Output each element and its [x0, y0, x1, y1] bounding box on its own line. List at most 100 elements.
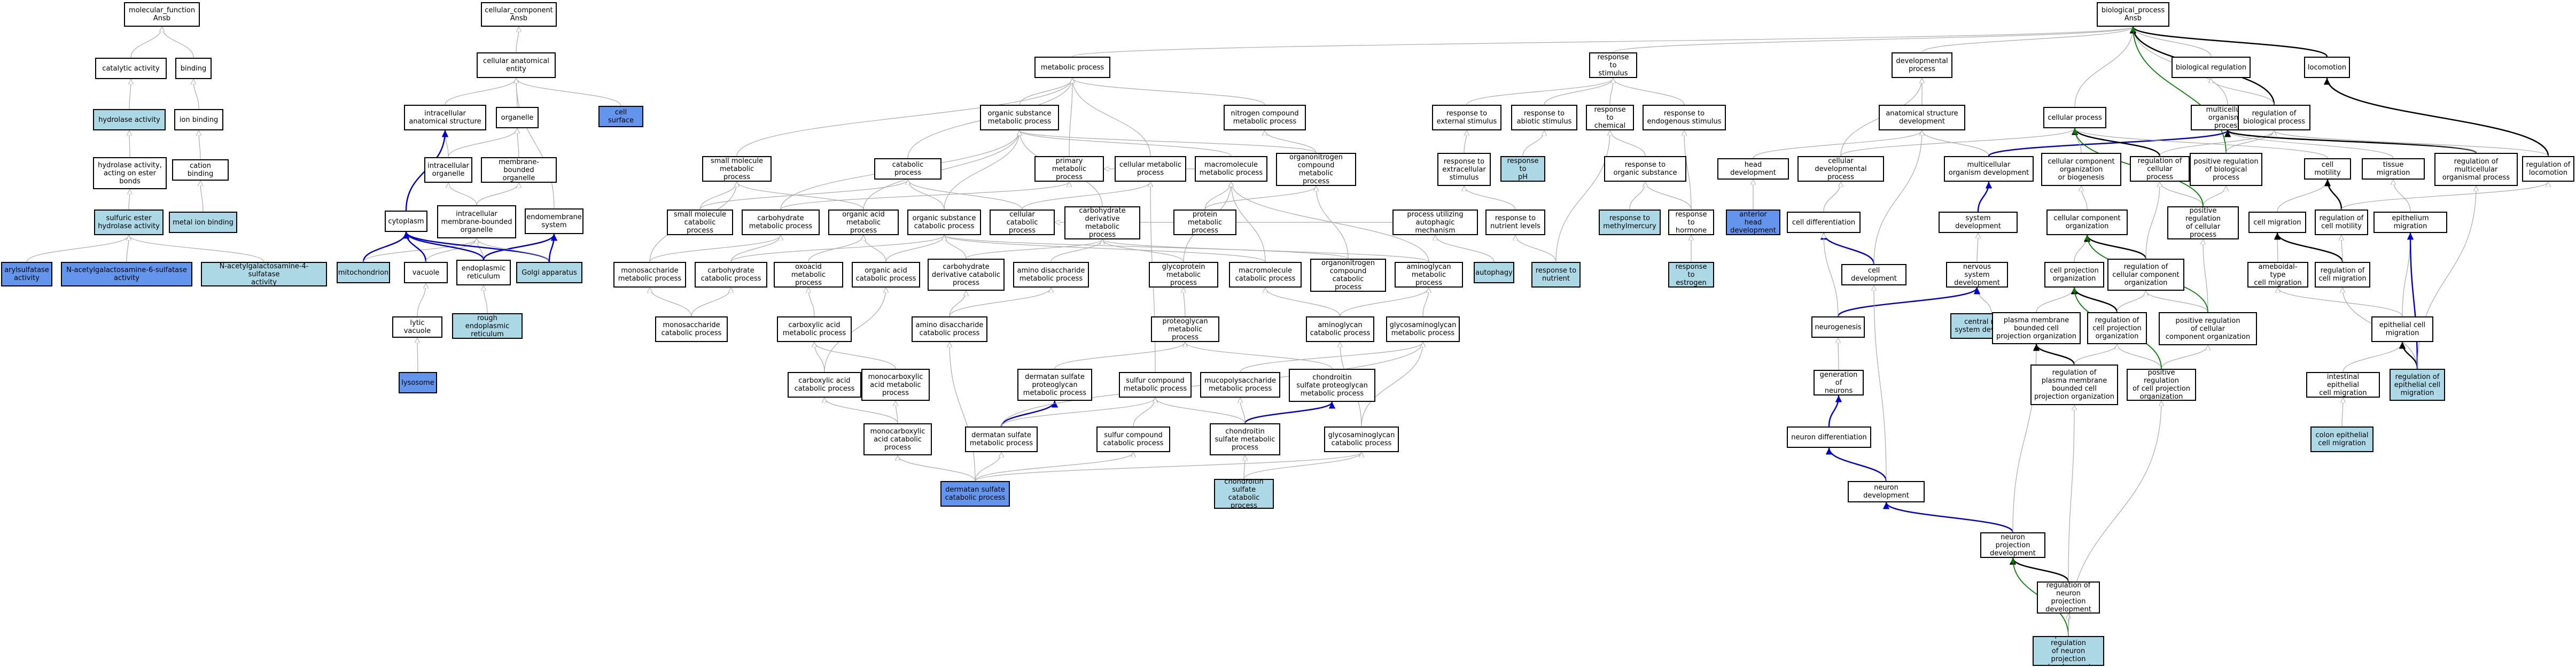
- node-positive-regulation-of-biological-process[interactable]: positive regulation of biological proces…: [2190, 153, 2262, 186]
- node-cell-migration[interactable]: cell migration: [2248, 212, 2306, 233]
- node-response-to-endogenous-stimulus[interactable]: response to endogenous stimulus: [1643, 105, 1726, 130]
- node-plasma-membrane-bounded-cell-projection-organization[interactable]: plasma membrane bounded cell projection …: [1992, 312, 2081, 344]
- node-catabolic-process[interactable]: catabolic process: [874, 158, 941, 180]
- node-regulation-of-cell-motility[interactable]: regulation of cell motility: [2315, 210, 2368, 235]
- node-aminoglycan-metabolic-process[interactable]: aminoglycan metabolic process: [1395, 262, 1463, 288]
- node-biological-process[interactable]: biological_process Ansb: [2097, 2, 2169, 27]
- node-metabolic-process[interactable]: metabolic process: [1034, 57, 1110, 78]
- node-carbohydrate-metabolic-process[interactable]: carbohydrate metabolic process: [742, 210, 820, 235]
- node-locomotion[interactable]: locomotion: [2304, 57, 2350, 78]
- node-vacuole[interactable]: vacuole: [404, 262, 448, 283]
- node-regulation-of-epithelial-cell-migration[interactable]: regulation of epithelial cell migration: [2390, 369, 2445, 401]
- node-epithelial-cell-migration[interactable]: epithelial cell migration: [2371, 316, 2433, 342]
- node-hydrolase-ester[interactable]: hydrolase activity, acting on ester bond…: [93, 157, 167, 189]
- node-cell-surface[interactable]: cell surface: [598, 106, 643, 127]
- node-cell-projection-organization[interactable]: cell projection organization: [2044, 262, 2104, 288]
- node-tissue-migration[interactable]: tissue migration: [2362, 158, 2425, 180]
- node-intestinal-epithelial-cell-migration[interactable]: intestinal epithelial cell migration: [2306, 372, 2380, 398]
- node-chondroitin-sulfate-proteoglycan-metabolic-process[interactable]: chondroitin sulfate proteoglycan metabol…: [1289, 369, 1375, 402]
- node-organic-substance-catabolic-process[interactable]: organic substance catabolic process: [907, 210, 981, 235]
- node-anterior-head-development[interactable]: anterior head development: [1726, 210, 1780, 235]
- node-ameboidal-type-cell-migration[interactable]: ameboidal-type cell migration: [2247, 262, 2308, 288]
- node-small-molecule-metabolic-process[interactable]: small molecule metabolic process: [702, 156, 772, 182]
- node-anatomical-structure-development[interactable]: anatomical structure development: [1879, 105, 1965, 130]
- node-organic-acid-metabolic-process[interactable]: organic acid metabolic process: [828, 210, 899, 235]
- node-cell-differentiation[interactable]: cell differentiation: [1787, 212, 1861, 233]
- node-regulation-of-neuron-projection-development[interactable]: regulation of neuron projection developm…: [2037, 581, 2100, 614]
- node-organelle[interactable]: organelle: [496, 107, 539, 128]
- node-carbohydrate-derivative-catabolic-process[interactable]: carbohydrate derivative catabolic proces…: [928, 259, 1005, 291]
- node-protein-metabolic-process[interactable]: protein metabolic process: [1173, 210, 1236, 235]
- node-cellular-process[interactable]: cellular process: [2043, 107, 2106, 128]
- node-glycosaminoglycan-metabolic-process[interactable]: glycosaminoglycan metabolic process: [1386, 316, 1460, 342]
- node-carboxylic-acid-catabolic-process[interactable]: carboxylic acid catabolic process: [788, 372, 861, 398]
- node-cellular-component[interactable]: cellular_component Ansb: [481, 2, 557, 27]
- node-response-to-stimulus[interactable]: response to stimulus: [1589, 52, 1637, 78]
- node-organic-substance-metabolic-process[interactable]: organic substance metabolic process: [980, 105, 1059, 130]
- node-sulfur-compound-catabolic-process[interactable]: sulfur compound catabolic process: [1096, 426, 1170, 452]
- node-response-to-abiotic-stimulus[interactable]: response to abiotic stimulus: [1511, 105, 1577, 130]
- node-carbohydrate-derivative-metabolic-process[interactable]: carbohydrate derivative metabolic proces…: [1064, 206, 1140, 239]
- node-neurogenesis[interactable]: neurogenesis: [1811, 316, 1865, 338]
- node-dermatan-sulfate-catabolic-process[interactable]: dermatan sulfate catabolic process: [940, 481, 1010, 507]
- node-regulation-of-cellular-component-organization[interactable]: regulation of cellular component organiz…: [2107, 259, 2184, 291]
- node-response-to-external-stimulus[interactable]: response to external stimulus: [1432, 105, 1501, 130]
- node-mitochondrion[interactable]: mitochondrion: [337, 262, 390, 283]
- node-endoplasmic-reticulum[interactable]: endoplasmic reticulum: [456, 260, 511, 285]
- node-regulation-of-multicellular-organismal-process[interactable]: regulation of multicellular organismal p…: [2434, 153, 2518, 186]
- node-neuron-development[interactable]: neuron development: [1848, 481, 1925, 502]
- node-process-utilizing-autophagic-mechanism[interactable]: process utilizing autophagic mechanism: [1392, 210, 1478, 235]
- node-mucopolysaccharide-metabolic-process[interactable]: mucopolysaccharide metabolic process: [1200, 372, 1280, 398]
- node-membrane-bounded-organelle[interactable]: membrane-bounded organelle: [481, 157, 557, 183]
- node-system-development[interactable]: system development: [1939, 212, 2018, 233]
- node-oxoacid-metabolic-process[interactable]: oxoacid metabolic process: [774, 262, 843, 288]
- node-hydrolase-activity[interactable]: hydrolase activity: [93, 109, 166, 130]
- node-sulfuric-ester-hydrolase[interactable]: sulfuric ester hydrolase activity: [94, 210, 164, 235]
- node-intracellular-membrane-bounded-organelle[interactable]: intracellular membrane-bounded organelle: [437, 205, 516, 238]
- node-response-to-nutrient[interactable]: response to nutrient: [1531, 262, 1581, 288]
- node-head-development[interactable]: head development: [1717, 158, 1789, 180]
- node-dermatan-sulfate-proteoglycan-metabolic-process[interactable]: dermatan sulfate proteoglycan metabolic …: [1017, 369, 1092, 401]
- node-cell-motility[interactable]: cell motility: [2304, 158, 2351, 180]
- node-response-to-ph[interactable]: response to pH: [1500, 156, 1545, 182]
- node-primary-metabolic-process[interactable]: primary metabolic process: [1034, 156, 1104, 182]
- node-binding[interactable]: binding: [175, 58, 212, 79]
- node-multicellular-organism-development[interactable]: multicellular organism development: [1944, 156, 2034, 182]
- node-proteoglycan-metabolic-process[interactable]: proteoglycan metabolic process: [1151, 316, 1219, 342]
- node-intracellular-organelle[interactable]: intracellular organelle: [424, 157, 472, 183]
- node-organonitrogen-compound-catabolic-process[interactable]: organonitrogen compound catabolic proces…: [1310, 259, 1386, 292]
- node-regulation-of-locomotion[interactable]: regulation of locomotion: [2522, 156, 2574, 182]
- node-autophagy[interactable]: autophagy: [1474, 262, 1514, 283]
- node-regulation-of-plasma-membrane-bounded-cell-projection-organization[interactable]: regulation of plasma membrane bounded ce…: [2030, 364, 2118, 405]
- node-carboxylic-acid-metabolic-process[interactable]: carboxylic acid metabolic process: [777, 316, 852, 342]
- node-arylsulfatase[interactable]: arylsulfatase activity: [1, 262, 52, 286]
- node-rough-er[interactable]: rough endoplasmic reticulum: [452, 313, 523, 339]
- node-neuron-projection-development[interactable]: neuron projection development: [1980, 532, 2045, 558]
- node-regulation-of-cellular-process[interactable]: regulation of cellular process: [2130, 156, 2190, 182]
- node-biological-regulation[interactable]: biological regulation: [2172, 57, 2251, 78]
- node-carbohydrate-catabolic-process[interactable]: carbohydrate catabolic process: [695, 262, 767, 288]
- node-cellular-component-organization[interactable]: cellular component organization: [2046, 210, 2128, 235]
- node-golgi-apparatus[interactable]: Golgi apparatus: [516, 262, 582, 283]
- node-cation-binding[interactable]: cation binding: [172, 159, 229, 181]
- node-lytic-vacuole[interactable]: lytic vacuole: [392, 316, 442, 338]
- node-macromolecule-metabolic-process[interactable]: macromolecule metabolic process: [1195, 156, 1267, 182]
- node-endomembrane-system[interactable]: endomembrane system: [525, 208, 583, 234]
- node-cell-development[interactable]: cell development: [1841, 264, 1906, 285]
- node-glycoprotein-metabolic-process[interactable]: glycoprotein metabolic process: [1149, 262, 1218, 288]
- node-amino-disaccharide-catabolic-process[interactable]: amino disaccharide catabolic process: [912, 316, 987, 342]
- node-response-to-hormone[interactable]: response to hormone: [1668, 210, 1714, 235]
- node-positive-regulation-of-cellular-component-organization[interactable]: positive regulation of cellular componen…: [2159, 312, 2257, 345]
- node-response-to-organic-substance[interactable]: response to organic substance: [1604, 156, 1686, 182]
- node-small-molecule-catabolic-process[interactable]: small molecule catabolic process: [667, 210, 733, 235]
- node-cellular-metabolic-process[interactable]: cellular metabolic process: [1115, 156, 1186, 182]
- node-regulation-of-biological-process[interactable]: regulation of biological process: [2238, 105, 2310, 130]
- node-sulfur-compound-metabolic-process[interactable]: sulfur compound metabolic process: [1119, 372, 1192, 398]
- node-positive-regulation-of-cell-projection-organization[interactable]: positive regulation of cell projection o…: [2127, 369, 2196, 401]
- node-regulation-of-cell-projection-organization[interactable]: regulation of cell projection organizati…: [2087, 312, 2147, 344]
- node-chondroitin-sulfate-catabolic-process[interactable]: chondroitin sulfate catabolic process: [1214, 479, 1274, 509]
- node-regulation-of-cell-migration[interactable]: regulation of cell migration: [2315, 262, 2370, 288]
- node-colon-epithelial-cell-migration[interactable]: colon epithelial cell migration: [2310, 426, 2373, 452]
- node-molecular-function[interactable]: molecular_function Ansb: [124, 2, 200, 27]
- node-lysosome[interactable]: lysosome: [399, 372, 437, 393]
